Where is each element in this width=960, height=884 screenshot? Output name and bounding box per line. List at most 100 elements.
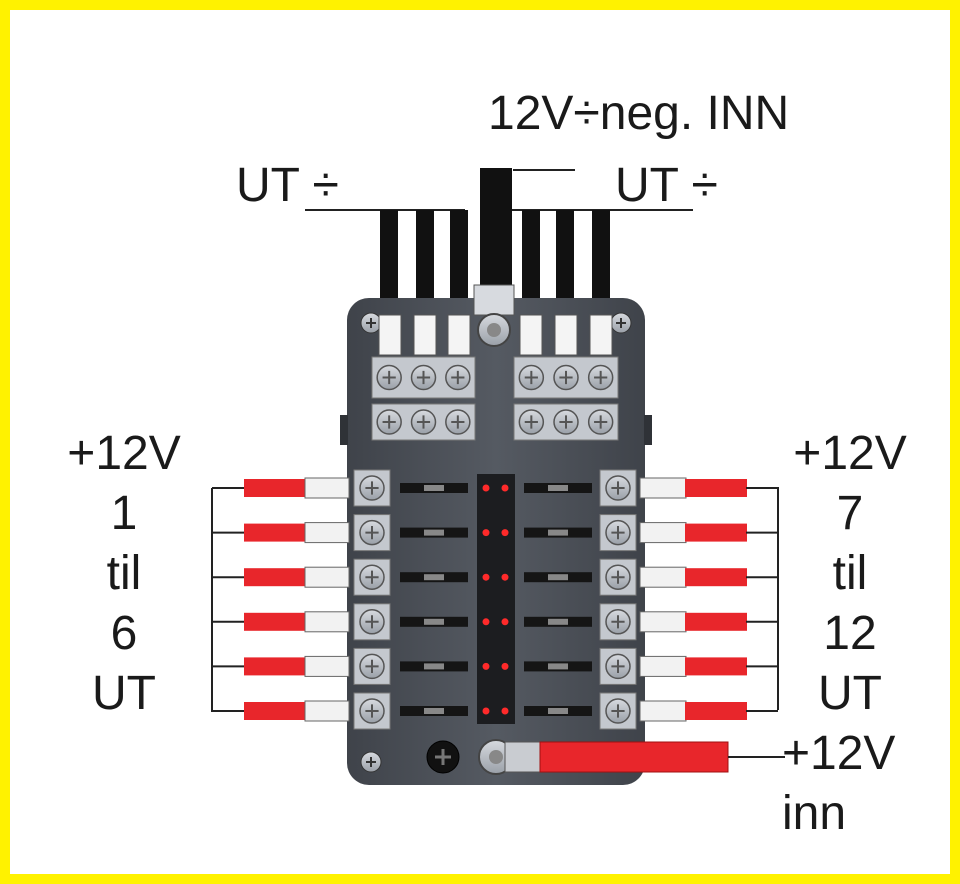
right-outputs-line: +12V bbox=[793, 427, 907, 480]
terminal-screw bbox=[376, 364, 402, 391]
terminal-screw bbox=[445, 409, 471, 435]
left-fuse-screw bbox=[359, 475, 385, 501]
left-fuse-screw bbox=[359, 653, 385, 680]
corner-screw-bottom-left bbox=[360, 751, 382, 773]
right-fuse-screw bbox=[605, 475, 631, 501]
right-fuse-blade bbox=[548, 574, 568, 581]
terminal-screw bbox=[518, 409, 545, 435]
led-indicator bbox=[482, 662, 490, 670]
left-output-wire bbox=[244, 657, 306, 676]
negative-wires-right bbox=[522, 210, 610, 325]
right-output-lug bbox=[639, 477, 687, 499]
neg-input-label: 12V÷neg. INN bbox=[488, 87, 790, 140]
left-fuse-screw bbox=[359, 698, 385, 724]
corner-screw-top-right bbox=[610, 312, 632, 334]
led-indicator bbox=[482, 573, 490, 581]
terminal-screw bbox=[410, 364, 437, 391]
right-outputs-label: +12V 7 til 12 UT bbox=[780, 424, 920, 724]
right-outputs-line: 12 bbox=[823, 607, 877, 660]
right-output-wire bbox=[685, 702, 747, 720]
left-output-wire bbox=[244, 612, 306, 631]
ground-screw-bottom bbox=[426, 740, 460, 774]
right-fuse-screw bbox=[605, 653, 631, 680]
right-fuse-screw bbox=[605, 609, 631, 635]
terminal-screw bbox=[518, 364, 545, 391]
pos-input-label-line2: inn bbox=[782, 787, 847, 840]
negative-input-wire bbox=[480, 168, 512, 298]
led-indicator bbox=[482, 484, 490, 492]
negative-lugs bbox=[378, 314, 613, 356]
left-output-lug bbox=[304, 566, 350, 588]
left-outputs-line: til bbox=[106, 547, 142, 600]
right-outputs-line: til bbox=[832, 547, 868, 600]
right-output-wire bbox=[685, 568, 747, 587]
left-fuse-blade bbox=[424, 485, 444, 491]
left-output-lug bbox=[304, 477, 350, 499]
led-strip bbox=[477, 474, 515, 724]
led-indicator bbox=[482, 707, 490, 715]
left-fuse-blade bbox=[424, 574, 444, 581]
right-output-wire bbox=[685, 523, 747, 542]
corner-screw-top-left bbox=[360, 312, 382, 334]
left-output-wire bbox=[244, 568, 306, 587]
right-outputs-line: 7 bbox=[836, 487, 864, 540]
right-output-lug bbox=[639, 655, 687, 677]
left-outputs-line: +12V bbox=[67, 427, 181, 480]
right-fuse-blade bbox=[548, 708, 568, 714]
right-output-lug bbox=[639, 700, 687, 722]
left-fuse-blade bbox=[424, 618, 444, 625]
left-output-wire bbox=[244, 523, 306, 542]
right-fuse-screw bbox=[605, 698, 631, 724]
negative-bus-terminals bbox=[371, 356, 619, 441]
right-output-lug bbox=[639, 566, 687, 588]
right-output-wire bbox=[685, 657, 747, 676]
terminal-screw bbox=[410, 409, 437, 435]
right-fuse-blade bbox=[548, 485, 568, 491]
left-fuse-blade bbox=[424, 529, 444, 536]
left-output-wire bbox=[244, 702, 306, 720]
left-fuse-screw bbox=[359, 609, 385, 635]
led-indicator bbox=[482, 618, 490, 626]
right-clip bbox=[644, 415, 652, 445]
led-indicator bbox=[501, 529, 509, 537]
terminal-screw bbox=[553, 364, 579, 391]
right-fuse-blade bbox=[548, 663, 568, 670]
right-fuse-screw bbox=[605, 564, 631, 590]
fuse-rows bbox=[212, 469, 778, 730]
right-output-wire bbox=[685, 479, 747, 497]
left-outputs-label: +12V 1 til 6 UT bbox=[54, 424, 194, 724]
fuse-leds bbox=[482, 484, 509, 715]
terminal-screw bbox=[587, 409, 614, 435]
negative-wires-left bbox=[380, 210, 468, 325]
ut-neg-right-label: UT ÷ bbox=[615, 159, 718, 212]
left-fuse-blade bbox=[424, 663, 444, 670]
right-output-lug bbox=[639, 522, 687, 544]
left-fuse-screw bbox=[359, 564, 385, 590]
left-output-lug bbox=[304, 700, 350, 722]
negative-stud bbox=[473, 284, 515, 347]
terminal-screw bbox=[376, 409, 402, 435]
left-output-lug bbox=[304, 611, 350, 633]
right-outputs-line: UT bbox=[818, 667, 882, 720]
right-fuse-screw bbox=[605, 519, 631, 546]
left-fuse-blade bbox=[424, 708, 444, 714]
left-output-lug bbox=[304, 655, 350, 677]
ut-neg-left-label: UT ÷ bbox=[236, 159, 339, 212]
left-outputs-line: 6 bbox=[110, 607, 138, 660]
led-indicator bbox=[501, 662, 509, 670]
left-outputs-line: 1 bbox=[110, 487, 138, 540]
terminal-screw bbox=[587, 364, 614, 391]
led-indicator bbox=[482, 529, 490, 537]
right-fuse-blade bbox=[548, 618, 568, 625]
led-indicator bbox=[501, 707, 509, 715]
positive-input-stud bbox=[478, 739, 544, 775]
left-outputs-line: UT bbox=[92, 667, 156, 720]
left-fuse-screw bbox=[359, 519, 385, 546]
left-clip bbox=[340, 415, 348, 445]
left-output-lug bbox=[304, 522, 350, 544]
positive-input-wire bbox=[539, 741, 729, 773]
led-indicator bbox=[501, 484, 509, 492]
pos-input-label-line1: +12V bbox=[782, 727, 896, 780]
terminal-screw bbox=[445, 364, 471, 391]
